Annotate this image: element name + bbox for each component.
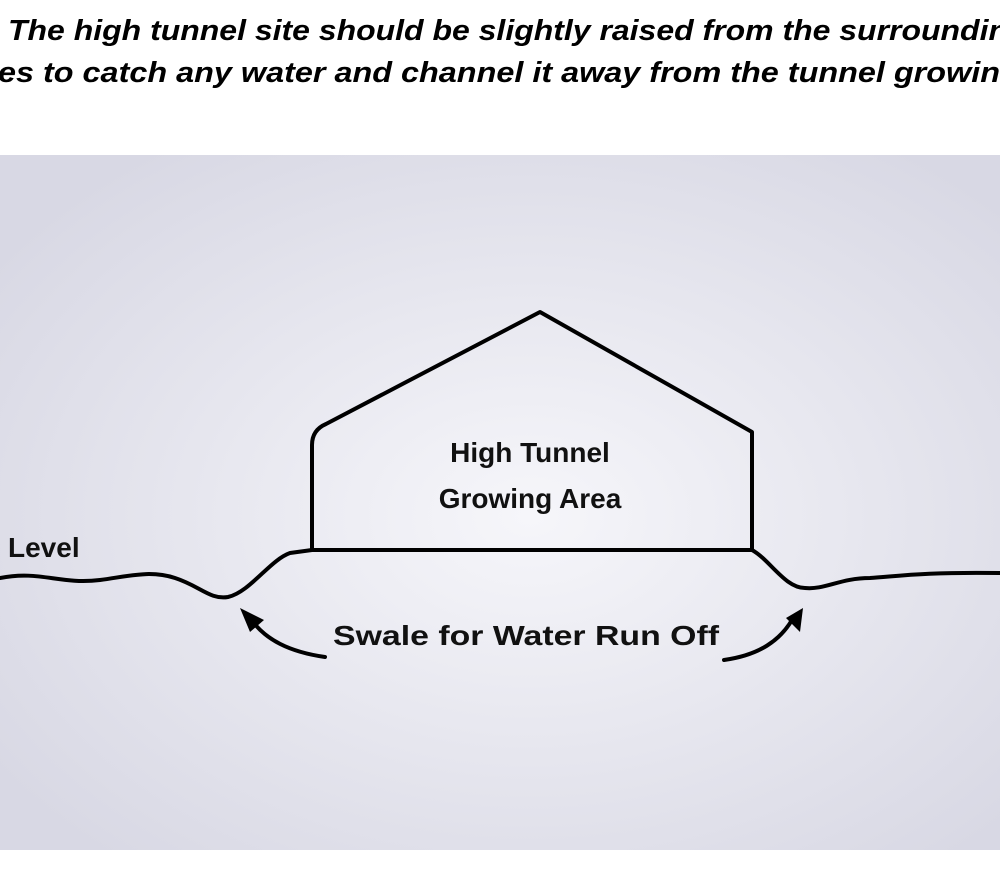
- ground-level-label: Level: [8, 532, 80, 563]
- swale-label: Swale for Water Run Off: [333, 620, 720, 651]
- tunnel-label-line-1: High Tunnel: [450, 437, 610, 468]
- ground-line-right: [750, 548, 1000, 591]
- right-arrow: [722, 618, 794, 662]
- caption-line-1: The high tunnel site should be slightly …: [8, 15, 1000, 47]
- high-tunnel-outline: [310, 310, 754, 552]
- caption-line-2: es to catch any water and channel it awa…: [0, 57, 1000, 89]
- tunnel-label-line-2: Growing Area: [439, 483, 622, 514]
- right-arrowhead-icon: [786, 608, 803, 632]
- ground-line-left: [0, 548, 314, 600]
- left-arrowhead-icon: [240, 608, 264, 632]
- diagram-background: [0, 155, 1000, 850]
